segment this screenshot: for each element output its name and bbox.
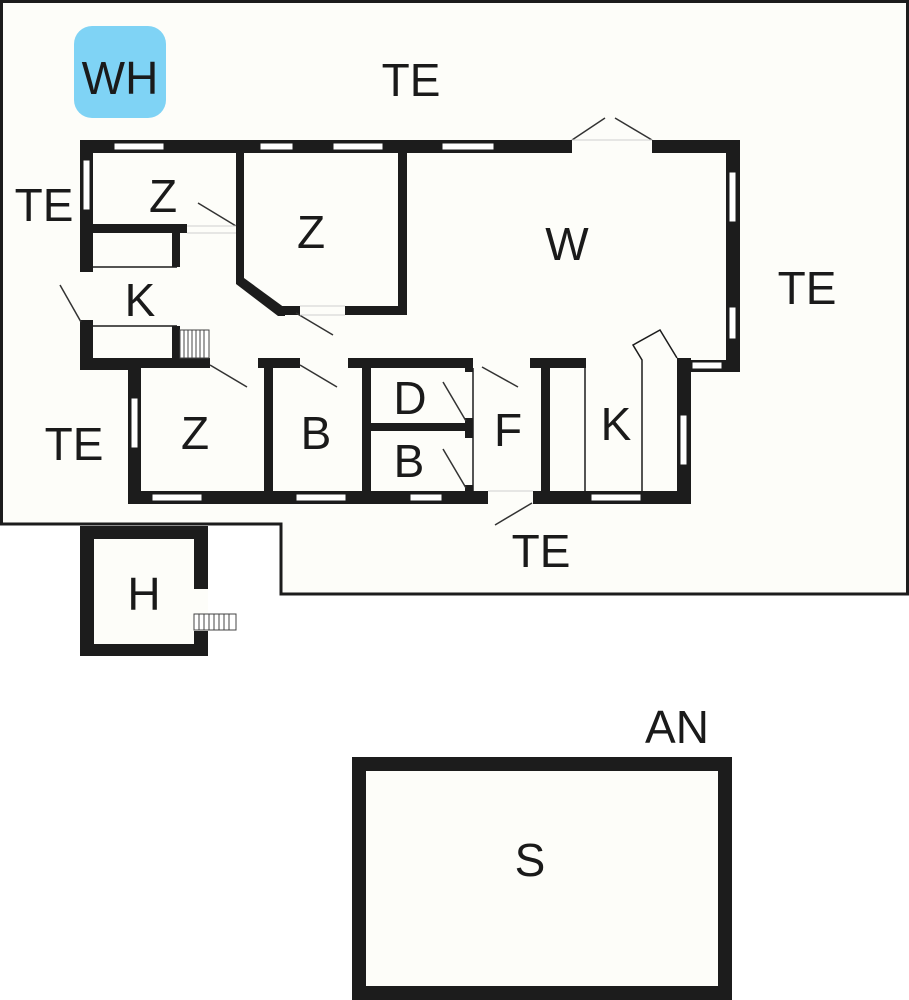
fixture-lines — [93, 266, 678, 491]
s-shed — [352, 757, 732, 1000]
label-shed-s: S — [514, 834, 546, 886]
label-room-z-large: Z — [296, 206, 326, 258]
label-room-z-small: Z — [148, 170, 178, 222]
label-terrace-top: TE — [381, 54, 441, 106]
label-room-b-left: B — [300, 407, 332, 459]
label-building-h: H — [127, 568, 161, 620]
main-house-walls — [80, 140, 740, 504]
label-room-f: F — [493, 404, 523, 456]
windows — [82, 142, 737, 502]
label-room-z-lower: Z — [180, 407, 210, 459]
badge-label: WH — [81, 52, 159, 104]
door-swings — [59, 117, 653, 526]
label-terrace-right: TE — [777, 262, 837, 314]
door-openings — [187, 139, 652, 492]
label-terrace-bottom: TE — [511, 525, 571, 577]
label-room-kitchen: K — [600, 398, 632, 450]
wh-badge — [74, 26, 166, 118]
h-building — [80, 526, 237, 656]
label-annex: AN — [645, 701, 709, 753]
label-terrace-left-lower: TE — [44, 418, 104, 470]
label-room-d: D — [393, 372, 427, 424]
label-room-k-entry: K — [124, 274, 156, 326]
label-room-b-small: B — [393, 435, 425, 487]
label-room-living: W — [545, 218, 589, 270]
stairs-inner — [179, 329, 210, 359]
label-terrace-left-upper: TE — [14, 179, 74, 231]
